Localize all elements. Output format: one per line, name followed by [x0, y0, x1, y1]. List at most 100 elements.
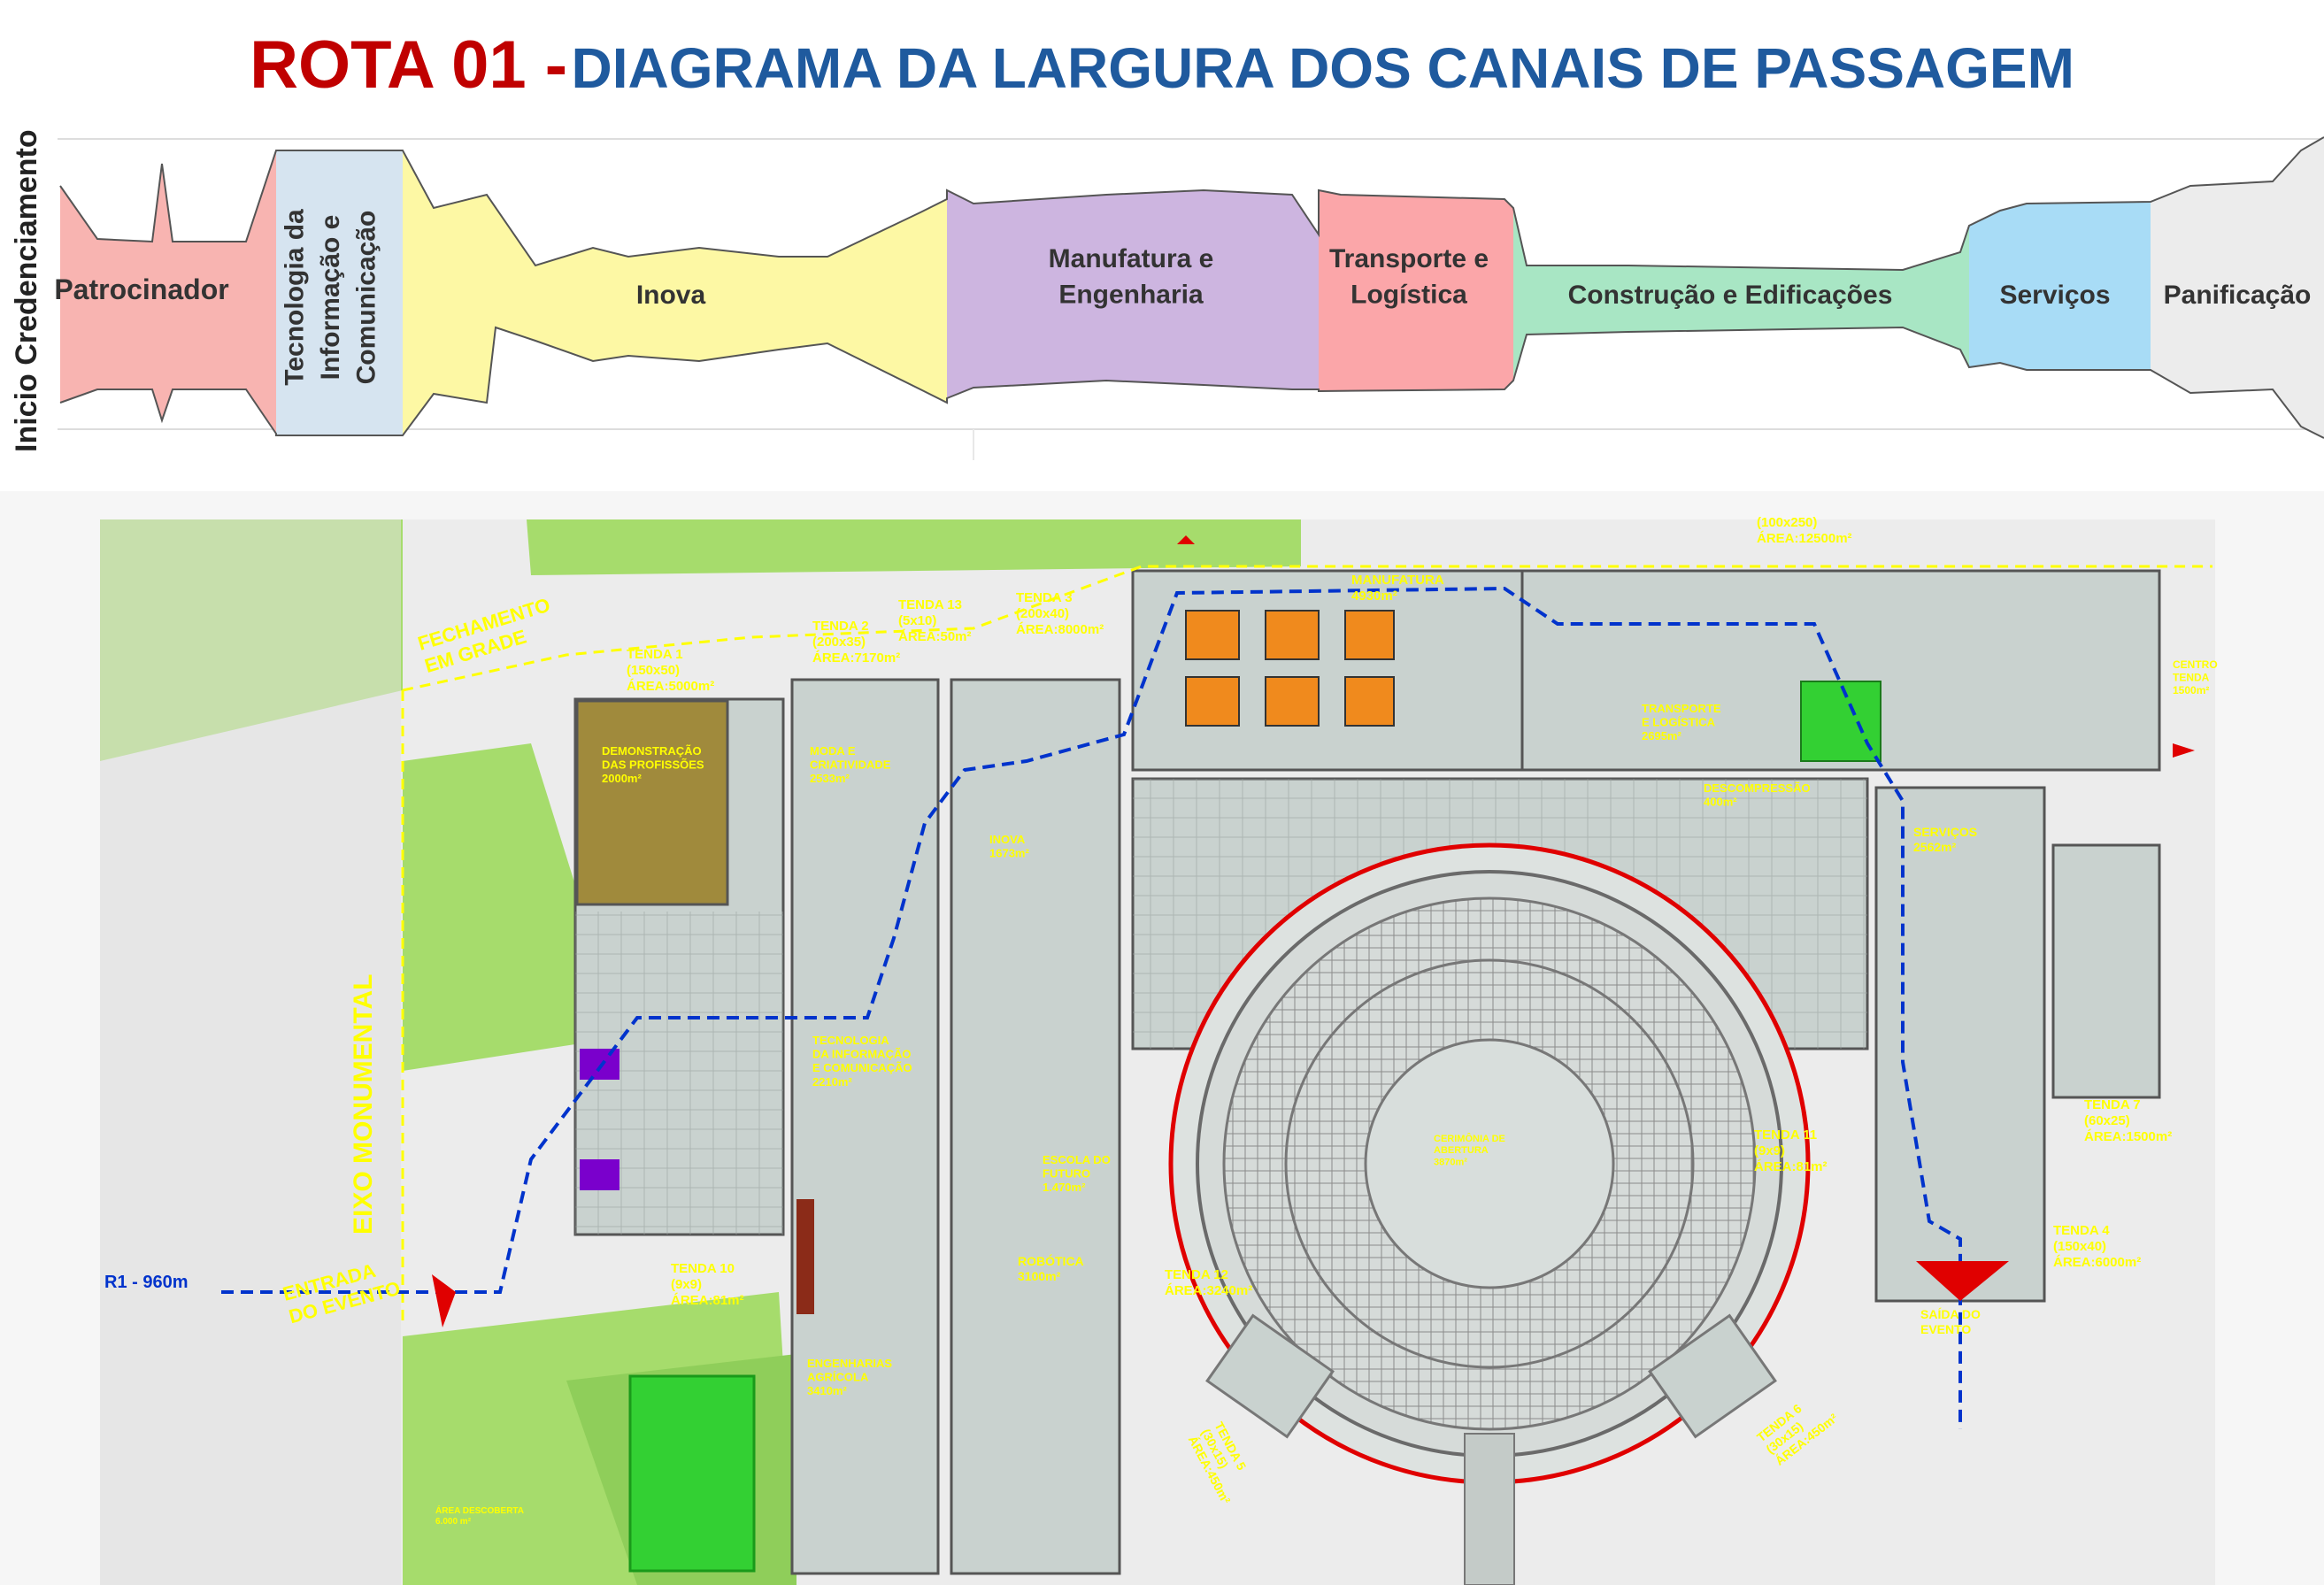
plan-label-tenda7: TENDA 7(60x25)ÁREA:1500m² [2084, 1097, 2172, 1144]
plan-label-line: TENDA 10 [671, 1261, 735, 1276]
fence-boundary [402, 565, 2212, 692]
page-title: ROTA 01 - DIAGRAMA DA LARGURA DOS CANAIS… [0, 27, 2324, 104]
plan-label-line: 4930m² [1351, 589, 1397, 604]
segment-label-line: Logística [1351, 280, 1467, 309]
plan-label-line: AGRÍCOLA [807, 1371, 869, 1384]
plan-label-line: TENDA 7 [2084, 1097, 2141, 1112]
pavilion-tenda7 [2051, 843, 2161, 1099]
grass-left-island [403, 743, 575, 1071]
plan-label-line: (200x35) [812, 635, 866, 650]
arena-exit-corridor [1464, 1433, 1515, 1585]
tenda6-block [1648, 1313, 1777, 1439]
pavilion-tenda2 [790, 678, 940, 1575]
segment-label-line: Engenharia [1058, 280, 1204, 309]
plan-label-tenda1: TENDA 1(150x50)ÁREA:5000m² [627, 647, 714, 694]
plan-label-line: 1.470m² [1043, 1181, 1086, 1194]
plan-label-line: 1673m² [989, 847, 1029, 860]
route-segment-transporte [1319, 190, 1513, 391]
demonstracao-block [575, 699, 729, 906]
stand-orange-1 [1185, 610, 1240, 660]
stand-orange-2 [1265, 610, 1320, 660]
road-vertical-left [100, 519, 401, 1585]
stand-orange-3 [1185, 676, 1240, 727]
stand-brown [796, 1199, 814, 1314]
plan-label-tenda4: TENDA 4(150x40)ÁREA:6000m² [2053, 1223, 2141, 1270]
segment-label-line: Construção e Edificações [1568, 281, 1893, 310]
plan-label-line: EIXO MONUMENTAL [349, 974, 378, 1235]
plan-label-line: 3870m² [1434, 1157, 1467, 1167]
plan-label-tenda13: TENDA 13(5x10)ÁREA:50m² [898, 597, 972, 644]
plan-label-line: TENDA [2173, 671, 2210, 683]
plan-label-line: DAS PROFISSÕES [602, 758, 704, 772]
stand-green-cluster [1800, 681, 1882, 762]
segment-label-line: Inova [636, 281, 706, 310]
plan-label-line: (150x40) [2053, 1239, 2106, 1254]
plan-label-line: 2533m² [810, 772, 850, 785]
stand-orange-4 [1265, 676, 1320, 727]
plan-label-line: E COMUNICAÇÃO [812, 1061, 912, 1074]
entry-arrow [432, 1274, 456, 1327]
segment-label-line: Transporte e [1329, 244, 1489, 273]
plan-label-line: ÁREA:50m² [898, 629, 972, 644]
plan-label-line: (100x250) [1757, 515, 1817, 530]
plan-label-line: TENDA 1 [627, 647, 683, 662]
plan-label-line: 400m² [1704, 796, 1737, 809]
arena-center [1364, 1038, 1615, 1289]
route-segment-servicos [1969, 202, 2151, 370]
arena-ring-inner [1284, 958, 1695, 1369]
plan-label-line: DA INFORMAÇÃO [812, 1048, 911, 1061]
plan-label-line: (200x40) [1016, 606, 1069, 621]
plan-label-line: ENGENHARIAS [807, 1357, 892, 1370]
segment-label-panificacao: Panificação [2164, 281, 2312, 310]
segment-label-transporte: Transporte e Logística [1329, 244, 1489, 310]
route-segment-manufatura [947, 190, 1319, 398]
segment-label-line: Serviços [1999, 281, 2110, 310]
plan-label-line: ABERTURA [1434, 1145, 1489, 1156]
plan-label-line: SAÍDA DO [1920, 1307, 1981, 1321]
visitor-route-line [221, 586, 1962, 1429]
segment-label-construcao: Construção e Edificações [1568, 281, 1893, 310]
route-segment-patrocinador [60, 150, 276, 434]
plan-label-line: ÁREA:81m² [671, 1293, 744, 1308]
plan-label-line: TENDA 4 [2053, 1223, 2110, 1238]
sports-field-1 [628, 1374, 756, 1573]
plan-label-line: (5x10) [898, 613, 936, 628]
plan-label-line: ÁREA:7170m² [812, 650, 900, 666]
plan-label-tenda3: TENDA 3(200x40)ÁREA:8000m² [1016, 590, 1104, 637]
segment-label-servicos: Serviços [1999, 281, 2110, 310]
plan-label-line: TENDA 3 [1016, 590, 1073, 605]
route-edge-top [59, 136, 2324, 272]
plan-label-line: MANUFATURA [1351, 573, 1444, 588]
plan-label-tenda-top: (100x250)ÁREA:12500m² [1757, 515, 1852, 546]
plan-label-line: ESCOLA DO [1043, 1153, 1111, 1166]
plan-label-line: ÁREA:5000m² [627, 679, 714, 694]
plan-label-line: TENDA 12 [1165, 1267, 1228, 1282]
plan-label-line: (60x25) [2084, 1113, 2130, 1128]
route-segment-panificacao [2151, 137, 2324, 438]
stand-orange-5 [1344, 610, 1395, 660]
route-segment-inova [403, 150, 947, 435]
plan-label-line: DESCOMPRESSÃO [1704, 781, 1811, 795]
plan-label-line: CENTRO [2173, 658, 2218, 671]
plan-label-line: MODA E [810, 744, 856, 758]
plan-label-line: (9x9) [671, 1277, 702, 1292]
plan-label-line: (9x9) [1754, 1143, 1785, 1158]
segment-label-patrocinador: Patrocinador [54, 273, 228, 305]
plan-label-line: E LOGÍSTICA [1642, 716, 1716, 729]
plan-label-line: CRIATIVIDADE [810, 758, 891, 772]
plan-label-line: 2695m² [1642, 729, 1681, 742]
plan-label-line: 1500m² [2173, 684, 2209, 696]
grass-top-middle [527, 519, 1301, 575]
tenda5-block [1205, 1313, 1335, 1439]
plan-label-line: EVENTO [1920, 1322, 1971, 1336]
